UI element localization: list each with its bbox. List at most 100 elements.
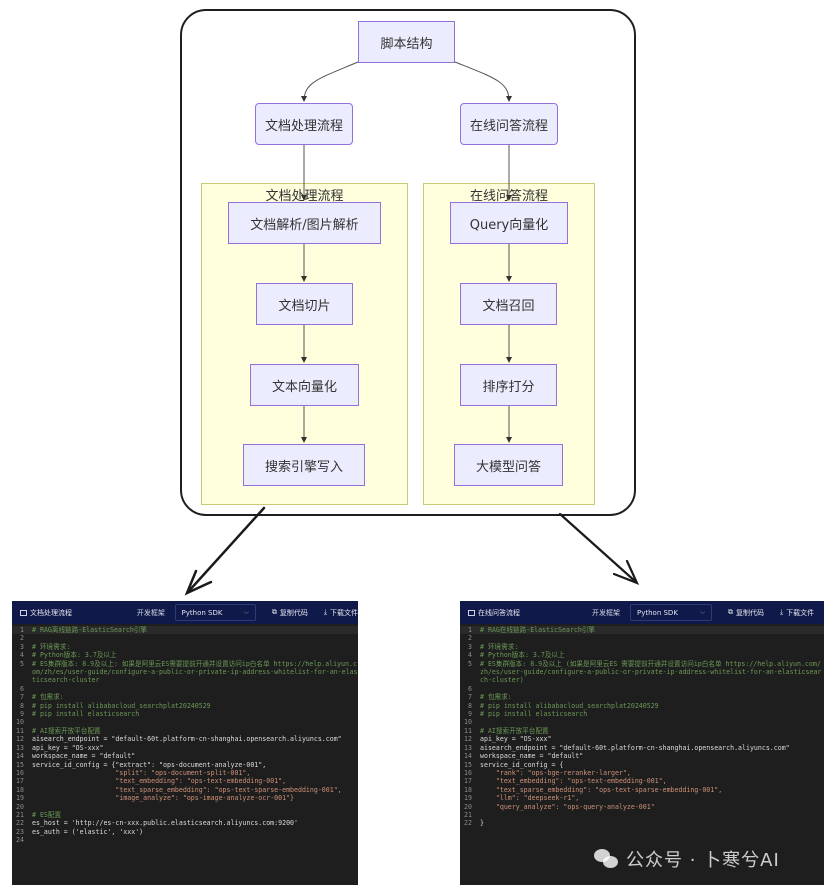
line-number: 22 bbox=[464, 819, 472, 828]
line-number: 18 bbox=[16, 785, 24, 794]
line-number: 20 bbox=[464, 802, 472, 811]
line-number: 14 bbox=[464, 752, 472, 761]
code-line: 20 "query_analyze": "ops-query-analyze-0… bbox=[460, 803, 824, 811]
code-line: 4# Python版本: 3.7及以上 bbox=[12, 651, 358, 659]
line-number: 1 bbox=[468, 626, 472, 634]
line-text: workspace_name = "default" bbox=[480, 752, 584, 761]
copy-code-button[interactable]: ⧉复制代码 bbox=[272, 608, 308, 618]
line-number: 7 bbox=[20, 693, 24, 702]
line-text bbox=[32, 836, 358, 844]
node-root: 脚本结构 bbox=[358, 21, 455, 63]
download-file-label: 下载文件 bbox=[330, 608, 358, 617]
line-text: api_key = "OS-xxx" bbox=[480, 735, 552, 744]
chevron-down-icon: ⌵ bbox=[243, 608, 249, 616]
code-line: 10 bbox=[460, 718, 824, 726]
arrow-to-right-panel bbox=[558, 512, 640, 586]
line-text bbox=[32, 803, 358, 811]
line-number: 6 bbox=[468, 684, 472, 693]
line-number: 17 bbox=[16, 777, 24, 786]
code-line: 2 bbox=[460, 634, 824, 642]
download-file-button[interactable]: ⤓下载文件 bbox=[324, 608, 358, 618]
line-text: api_key = "OS-xxx" bbox=[32, 743, 104, 752]
line-text: # 包需求: bbox=[32, 693, 64, 702]
line-text: # AI搜索开放平台配置 bbox=[32, 726, 101, 735]
line-text: service_id_config = {"extract": "ops-doc… bbox=[32, 760, 267, 769]
code-line: 19 "image_analyze": "ops-image-analyze-o… bbox=[12, 794, 358, 802]
line-number: 22 bbox=[16, 819, 24, 828]
line-number: 12 bbox=[464, 735, 472, 744]
line-number: 8 bbox=[20, 701, 24, 710]
line-text: # ES集群版本: 8.9及以上 (如果是阿里云ES 需要提前开通并设置访问ip… bbox=[480, 659, 822, 685]
code-line: 7 # 包需求: bbox=[460, 693, 824, 701]
line-text: "text_sparse_embedding": "ops-text-spars… bbox=[32, 785, 342, 794]
download-file-button[interactable]: ⤓下载文件 bbox=[780, 608, 814, 618]
code-line: 22} bbox=[460, 819, 824, 827]
copy-code-button[interactable]: ⧉复制代码 bbox=[728, 608, 764, 618]
line-text: # RAG在线链路-ElasticSearch引擎 bbox=[480, 626, 595, 634]
line-number: 11 bbox=[16, 726, 24, 735]
line-text: aisearch_endpoint = "default-60t.platfor… bbox=[480, 743, 790, 752]
line-text: "text_embedding": "ops-text-embedding-00… bbox=[32, 777, 287, 786]
framework-label: 开发框架 bbox=[136, 608, 165, 617]
line-text: # ES集群版本: 8.9及以上: 如果是阿里云ES需要提前开通并设置访问ip白… bbox=[32, 659, 358, 685]
line-text: # 环境需求: bbox=[480, 642, 519, 651]
panel-title: 在线问答流程 bbox=[460, 608, 592, 618]
panel-title: 文档处理流程 bbox=[12, 608, 137, 618]
line-text: "query_analyze": "ops-query-analyze-001" bbox=[480, 802, 655, 811]
panel-title-text: 文档处理流程 bbox=[30, 608, 72, 617]
node-doc-parse-label: 文档解析/图片解析 bbox=[250, 217, 359, 233]
panel-header: 在线问答流程 开发框架 Python SDK⌵ ⧉复制代码 ⤓下载文件 bbox=[460, 601, 824, 624]
code-line: 18 "text_sparse_embedding": "ops-text-sp… bbox=[12, 786, 358, 794]
framework-select[interactable]: Python SDK⌵ bbox=[174, 604, 256, 621]
code-line: 3# 环境需求: bbox=[12, 643, 358, 651]
code-line: 5# ES集群版本: 8.9及以上 (如果是阿里云ES 需要提前开通并设置访问i… bbox=[460, 660, 824, 685]
code-line: 6 bbox=[12, 685, 358, 693]
framework-select[interactable]: Python SDK⌵ bbox=[630, 604, 712, 621]
line-text: "text_embedding": "ops-text-embedding-00… bbox=[480, 777, 667, 786]
watermark: 公众号 · 卜寒兮AI bbox=[594, 846, 780, 872]
copy-icon: ⧉ bbox=[271, 608, 277, 616]
line-number: 23 bbox=[16, 827, 24, 836]
line-number: 7 bbox=[468, 693, 472, 702]
code-line: 17 "text_embedding": "ops-text-embedding… bbox=[12, 777, 358, 785]
line-number: 10 bbox=[16, 718, 24, 727]
line-number: 20 bbox=[16, 802, 24, 811]
line-number: 18 bbox=[464, 785, 472, 794]
code-line: 20 bbox=[12, 803, 358, 811]
node-root-label: 脚本结构 bbox=[380, 36, 433, 52]
node-doc-chunk-label: 文档切片 bbox=[278, 298, 331, 314]
line-text: "llm": "deepseek-r1", bbox=[480, 794, 580, 803]
line-text: workspace_name = "default" bbox=[32, 752, 136, 761]
node-llm-answer: 大模型问答 bbox=[454, 444, 563, 486]
code-line: 16 "split": "ops-document-split-001", bbox=[12, 769, 358, 777]
code-line: 14 workspace_name = "default" bbox=[460, 752, 824, 760]
panel-header: 文档处理流程 开发框架 Python SDK⌵ ⧉复制代码 ⤓下载文件 bbox=[12, 601, 358, 624]
node-doc-chunk: 文档切片 bbox=[256, 283, 353, 325]
node-doc-recall-label: 文档召回 bbox=[482, 298, 535, 314]
code-line: 4# Python版本: 3.7及以上 bbox=[460, 651, 824, 659]
node-index-write: 搜索引擎写入 bbox=[243, 444, 365, 486]
line-number: 2 bbox=[468, 634, 472, 643]
node-llm-answer-label: 大模型问答 bbox=[475, 459, 541, 475]
code-line: 17 "text_embedding": "ops-text-embedding… bbox=[460, 777, 824, 785]
node-qa-flow: 在线问答流程 bbox=[460, 103, 558, 145]
line-number: 5 bbox=[20, 659, 24, 668]
line-number: 8 bbox=[468, 701, 472, 710]
arrow-to-left-panel bbox=[184, 506, 266, 596]
line-text: # 包需求: bbox=[480, 693, 512, 702]
code-line: 12 api_key = "OS-xxx" bbox=[460, 735, 824, 743]
line-text: # Python版本: 3.7及以上 bbox=[32, 651, 117, 660]
watermark-text: 公众号 · 卜寒兮AI bbox=[626, 850, 780, 871]
node-doc-parse: 文档解析/图片解析 bbox=[228, 202, 381, 244]
line-text: aisearch_endpoint = "default-60t.platfor… bbox=[32, 735, 342, 744]
node-text-embed: 文本向量化 bbox=[250, 364, 359, 406]
download-icon: ⤓ bbox=[323, 608, 327, 616]
code-line: 21 bbox=[460, 811, 824, 819]
line-number: 4 bbox=[468, 651, 472, 660]
